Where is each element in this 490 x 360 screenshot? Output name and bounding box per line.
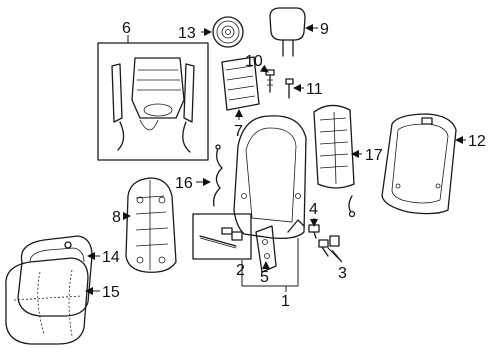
callout-9: 9 [320, 21, 329, 38]
seat-cover-part [5, 257, 89, 345]
screw-part [265, 69, 275, 93]
callout-11: 11 [306, 81, 323, 98]
bolt-part [285, 78, 294, 99]
seat-cushion-frame [125, 177, 177, 273]
cushion-pad-part [17, 235, 93, 317]
speaker-part [212, 16, 244, 48]
callout-10: 10 [245, 53, 263, 70]
callout-7: 7 [234, 123, 243, 140]
fastener-part-3 [318, 235, 340, 257]
callout-8: 8 [112, 209, 121, 226]
back-trim-frame [381, 113, 457, 215]
fastener-part-4 [308, 224, 320, 239]
callout-17: 17 [365, 147, 383, 164]
callout-13: 13 [178, 25, 196, 42]
control-module-part [221, 56, 260, 111]
seat-back-frame [233, 115, 307, 240]
callout-2: 2 [236, 262, 245, 279]
callout-6: 6 [122, 20, 131, 37]
callout-14: 14 [102, 249, 120, 266]
cable-part [212, 144, 223, 207]
leader-lines [85, 24, 466, 295]
callout-15: 15 [102, 284, 120, 301]
callout-16: 16 [175, 175, 193, 192]
bracket-part [255, 225, 277, 273]
callout-12: 12 [468, 133, 486, 150]
callout-4: 4 [309, 201, 318, 218]
callout-3: 3 [338, 265, 347, 282]
adjuster-kit-box [192, 213, 252, 260]
back-panel-part [313, 104, 356, 218]
callout-5: 5 [260, 269, 269, 286]
headrest-part [269, 7, 306, 57]
lumbar-support-box [97, 42, 209, 161]
callout-1: 1 [281, 293, 290, 310]
